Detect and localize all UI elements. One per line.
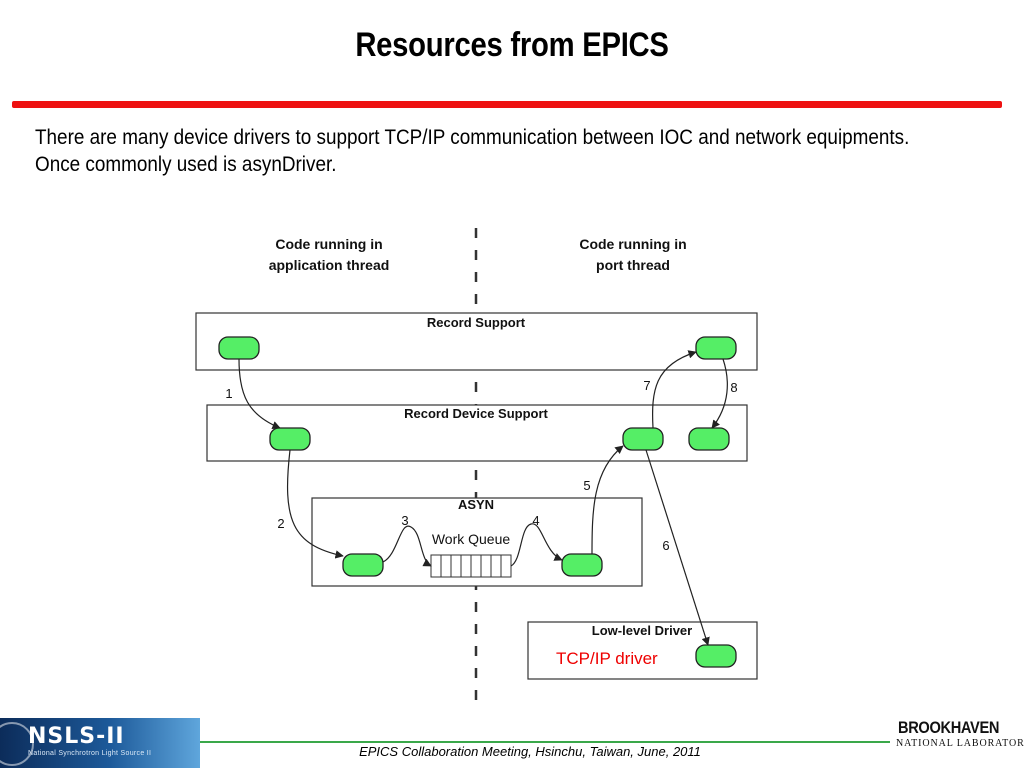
tcpip-driver-annotation: TCP/IP driver [556,649,658,668]
title-divider [12,101,1002,108]
arrow-3 [382,525,432,567]
arrow-8 [711,358,728,429]
brookhaven-logo: BROOKHAVEN NATIONAL LABORATORY [890,716,1024,768]
node-record-support-right [695,336,737,360]
node-record-support-left [218,336,260,360]
node-device-support-mid [622,427,664,451]
nsls-logo-mark: NSLS-II [28,724,125,749]
arrow-4 [510,523,563,567]
right-heading-line-2: port thread [596,257,670,273]
node-device-support-left [269,427,311,451]
node-asyn-left [342,553,384,577]
step-label-2: 2 [277,516,284,531]
low-level-driver-label: Low-level Driver [592,623,692,638]
node-low-level-driver [695,644,737,668]
arrow-2 [287,449,344,559]
step-label-1: 1 [225,386,232,401]
record-support-box [195,312,758,371]
left-heading-line-2: application thread [269,257,390,273]
step-label-8: 8 [730,380,737,395]
node-device-support-right [688,427,730,451]
arrow-1 [238,358,281,430]
work-queue [430,554,512,578]
step-label-6: 6 [662,538,669,553]
footer-divider [200,741,890,743]
brookhaven-logo-subtitle: NATIONAL LABORATORY [896,738,1024,749]
arrow-5 [591,445,624,555]
record-device-support-label: Record Device Support [404,406,548,421]
arrow-6 [645,449,710,646]
slide-title: Resources from EPICS [355,26,669,64]
asyn-label: ASYN [458,497,494,512]
step-label-7: 7 [643,378,650,393]
body-line-1: There are many device drivers to support… [35,126,910,149]
nsls-logo-subtitle: National Synchrotron Light Source II [28,750,152,757]
right-heading-line-1: Code running in [579,236,686,252]
record-support-label: Record Support [427,315,526,330]
step-label-3: 3 [401,513,408,528]
nsls-ii-logo: NSLS-II National Synchrotron Light Sourc… [0,718,200,768]
node-asyn-right [561,553,603,577]
body-text: There are many device drivers to support… [35,124,917,178]
body-line-2: Once commonly used is asynDriver. [35,153,337,176]
step-label-5: 5 [583,478,590,493]
nsls-orbit-icon [0,722,34,766]
brookhaven-logo-name: BROOKHAVEN [898,718,1000,737]
step-label-4: 4 [532,513,539,528]
arrow-7 [652,350,697,429]
left-heading-line-1: Code running in [275,236,382,252]
footer-event-text: EPICS Collaboration Meeting, Hsinchu, Ta… [359,744,701,759]
work-queue-label: Work Queue [432,531,511,547]
